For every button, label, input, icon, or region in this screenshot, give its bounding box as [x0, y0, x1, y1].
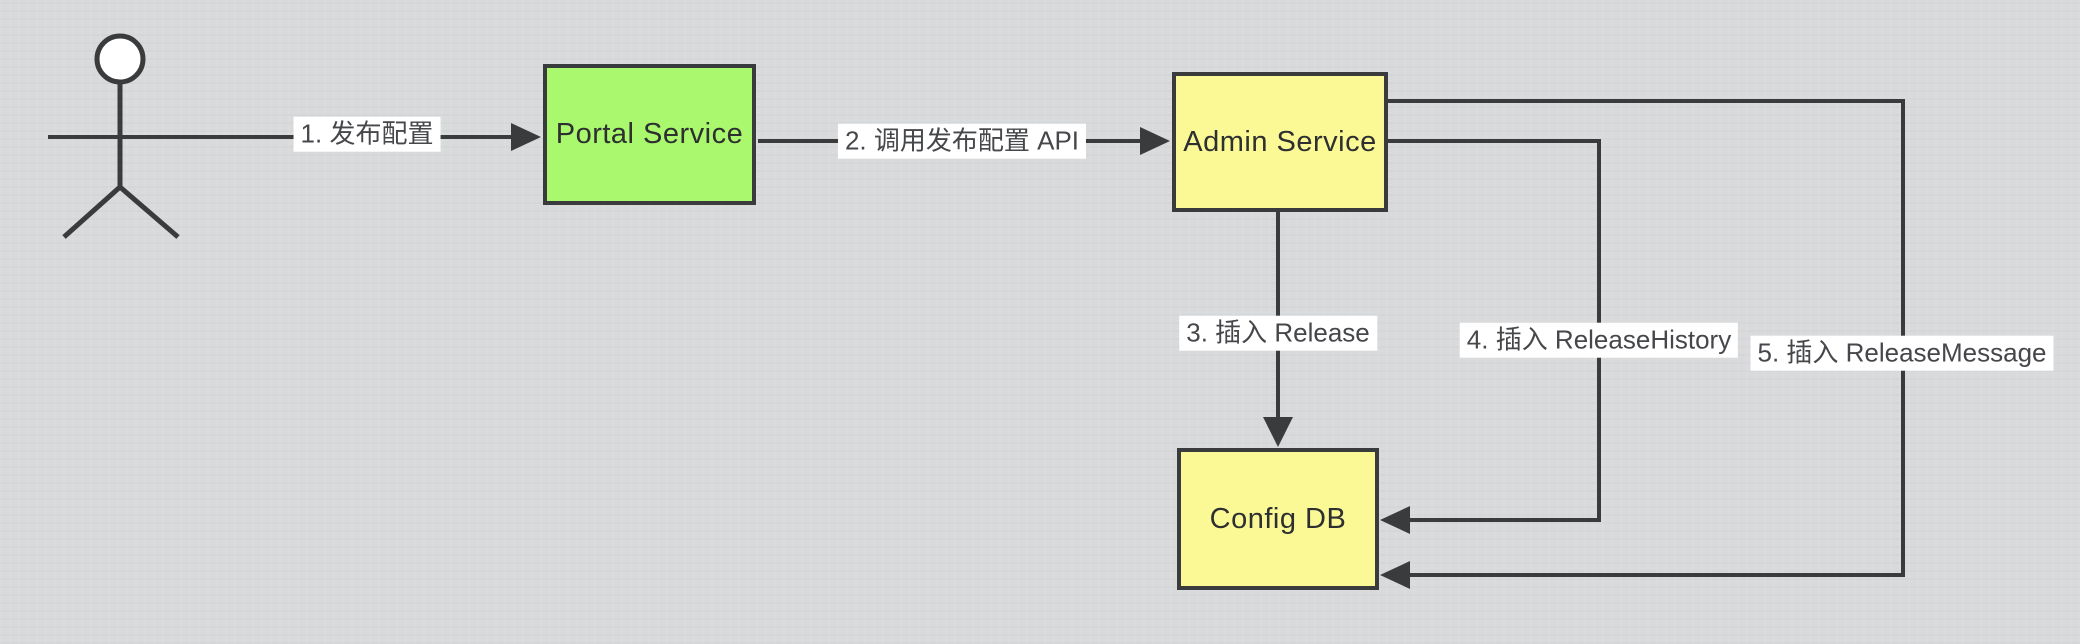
edge3-arrowhead-icon	[1263, 417, 1293, 447]
portal-service-node: Portal Service	[543, 64, 756, 205]
actor-head	[94, 33, 146, 85]
message-label-3: 3. 插入 Release	[1179, 315, 1377, 351]
config-db-node: Config DB	[1177, 448, 1379, 590]
actor-right-leg	[118, 185, 180, 239]
admin-service-label: Admin Service	[1183, 125, 1377, 158]
admin-service-node: Admin Service	[1172, 72, 1388, 212]
message-label-4: 4. 插入 ReleaseHistory	[1459, 322, 1739, 358]
actor-left-leg	[62, 185, 122, 239]
message-label-2: 2. 调用发布配置 API	[837, 123, 1087, 159]
config-db-label: Config DB	[1209, 502, 1347, 535]
message-label-1: 1. 发布配置	[293, 116, 441, 152]
edge5-arrowhead-icon	[1380, 561, 1410, 589]
message-label-5: 5. 插入 ReleaseMessage	[1750, 335, 2054, 371]
portal-service-label: Portal Service	[555, 118, 744, 150]
edge1-arrowhead-icon	[511, 123, 541, 151]
edge2-arrowhead-icon	[1140, 127, 1170, 155]
edge4-arrowhead-icon	[1380, 506, 1410, 534]
